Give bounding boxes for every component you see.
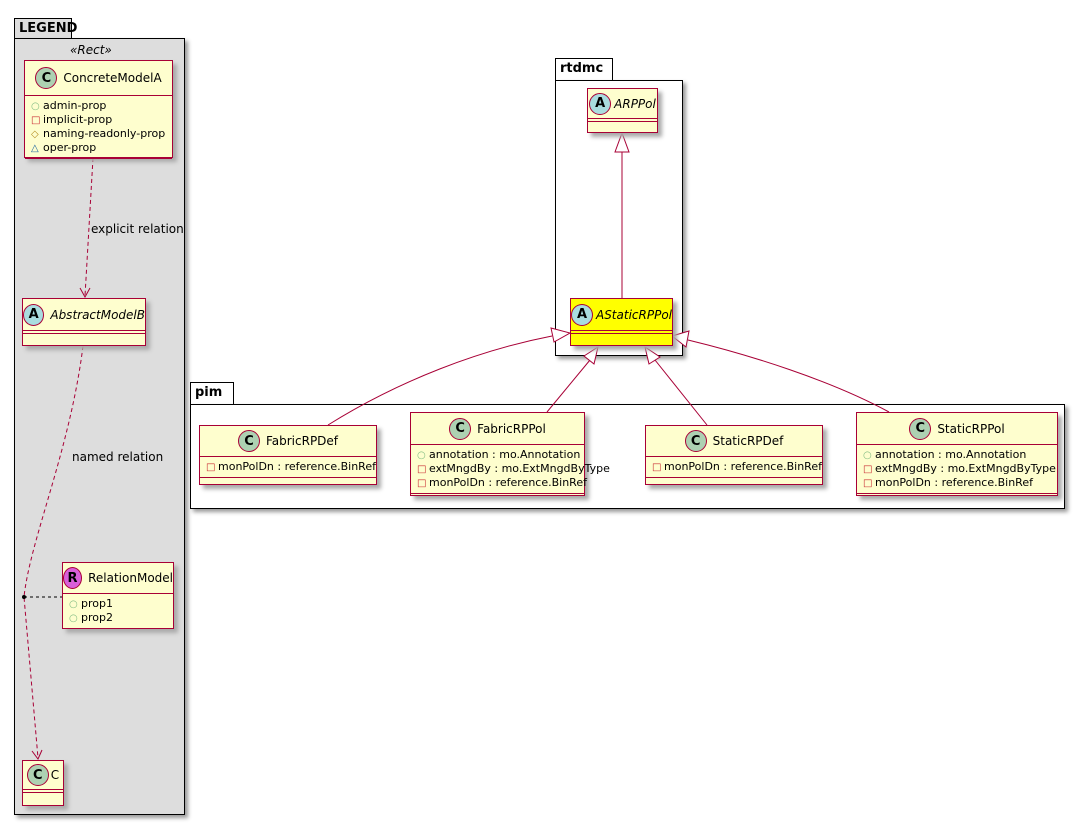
public-icon: ○ [31,101,40,112]
inherit-fabricrpdef [327,335,553,426]
attribute: □extMngdBy : mo.ExtMngdByType [863,462,1056,475]
class-c-icon: C [26,764,49,786]
private-icon: □ [863,478,873,489]
attribute: □monPolDn : reference.BinRef [417,476,587,489]
private-icon: □ [863,464,873,475]
attribute: △oper-prop [31,141,97,154]
explicit-relation-edge [84,157,94,297]
private-icon: □ [417,478,427,489]
class-name: FabricRPDef [265,434,339,448]
class-staticrpdef[interactable]: C StaticRPDef □monPolDn : reference.BinRe… [645,425,823,485]
class-name: RelationModel [88,571,173,585]
rtdmc-package-tab: rtdmc [555,58,613,81]
inherit-arrow-arppol [614,131,630,153]
attribute: □implicit-prop [31,113,113,126]
inherit-staticrpdef [654,359,708,426]
class-staticrppol[interactable]: C StaticRPPol ○annotation : mo.Annotation… [856,412,1058,496]
legend-package-tab: LEGEND [14,18,77,39]
legend-stereotype: «Rect» [70,43,112,57]
public-icon: ○ [417,450,426,461]
inherit-arrow-2 [583,345,599,365]
abstract-a-icon: A [589,92,612,115]
private-icon: □ [206,462,216,473]
attribute: ○prop2 [69,611,113,624]
named-relation-label: named relation [72,450,164,464]
class-c-icon: C [909,417,932,440]
attribute: ○prop1 [69,597,113,610]
class-fabricrpdef[interactable]: C FabricRPDef □monPolDn : reference.BinRe… [199,425,377,485]
class-c-icon: C [237,430,260,452]
inherit-fabricrppol [546,359,591,413]
inherit-arrow-3 [644,345,661,365]
class-c-icon: C [35,67,58,89]
attribute: □monPolDn : reference.BinRef [652,460,822,473]
private-icon: □ [417,464,427,475]
public-icon: ○ [69,613,78,624]
private-icon: □ [652,462,662,473]
legend-package [14,38,185,815]
relation-r-icon: R [63,567,83,589]
pim-title: pim [195,385,223,400]
named-relation-arrow [31,749,43,760]
class-c-icon: C [449,417,472,440]
class-name: StaticRPPol [937,421,1005,436]
class-c-icon: C [684,430,707,452]
named-relation-edge [23,345,84,759]
package-icon: △ [31,143,39,154]
rtdmc-title: rtdmc [560,61,604,76]
attribute: ○annotation : mo.Annotation [863,448,1027,461]
public-icon: ○ [863,450,872,461]
class-name: AbstractModelB [50,307,145,322]
attribute: □monPolDn : reference.BinRef [206,460,376,473]
inherit-arrow-4 [670,330,690,348]
class-relationmodel[interactable]: R RelationModel ○prop1 ○prop2 [62,562,174,629]
attribute: ◇naming-readonly-prop [31,127,166,140]
abstract-a-icon: A [23,303,45,326]
class-name: FabricRPPol [477,421,546,436]
attribute: ○annotation : mo.Annotation [417,448,581,461]
legend-title: LEGEND [19,21,78,36]
attribute: ○admin-prop [31,99,107,112]
public-icon: ○ [69,599,78,610]
relation-junction-dot [22,595,26,599]
abstract-a-icon: A [571,303,593,326]
explicit-relation-arrow [79,287,91,299]
attribute: □monPolDn : reference.BinRef [863,476,1033,489]
class-name: AStaticRPPol [595,307,672,322]
private-icon: □ [31,115,41,126]
attribute: □extMngdBy : mo.ExtMngdByType [417,462,610,475]
inherit-staticrppol [687,339,890,413]
class-name: C [50,768,60,782]
explicit-relation-label: explicit relation [91,222,184,236]
class-fabricrppol[interactable]: C FabricRPPol ○annotation : mo.Annotation… [410,412,610,496]
pim-package-tab: pim [190,382,234,405]
inherit-arrow-1 [550,327,572,343]
class-name: ConcreteModelA [63,71,162,85]
class-name: ARPPol [614,96,656,111]
class-name: StaticRPDef [712,434,784,448]
class-abstractmodelb[interactable]: A AbstractModelB [22,298,146,346]
protected-icon: ◇ [31,129,39,140]
class-concretemodela[interactable]: C ConcreteModelA ○admin-prop □implicit-pr… [24,60,173,159]
